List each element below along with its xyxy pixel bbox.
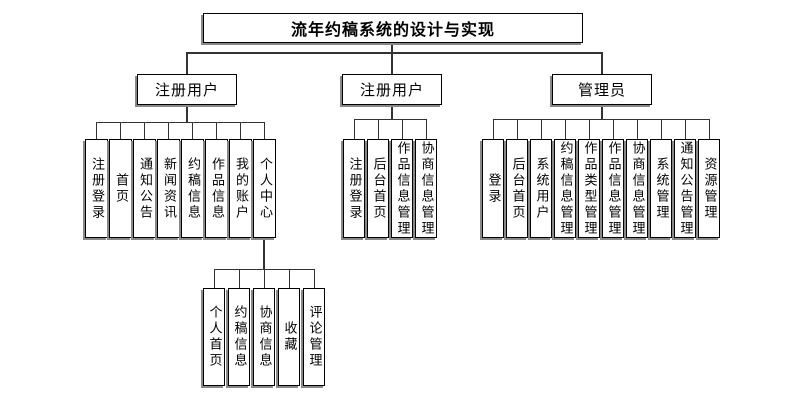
node-personal-center: 个人中心: [253, 139, 276, 238]
node-label: 我的账户: [233, 156, 248, 221]
connector-line: [685, 119, 686, 139]
node-label: 约稿信息: [231, 305, 247, 369]
node-negotiation-info-mgmt-admin: 协商信息管理: [626, 139, 648, 238]
node-label: 约稿信息管理: [557, 140, 573, 237]
connector-line: [240, 122, 241, 139]
node-work-type-mgmt: 作品类型管理: [578, 139, 600, 238]
connector-line: [314, 269, 315, 288]
connector-line: [168, 122, 169, 139]
node-label: 通知公告: [137, 156, 152, 221]
node-label: 作品信息管理: [605, 140, 621, 237]
node-label: 协商信息: [256, 305, 272, 369]
connector-line: [709, 119, 710, 139]
connector-line: [391, 43, 393, 74]
node-commission-info-mgmt: 约稿信息管理: [554, 139, 576, 238]
node-notice-bulletin: 通知公告: [133, 139, 156, 238]
node-label: 协商信息管理: [418, 140, 434, 237]
node-register-login: 注册登录: [85, 139, 108, 238]
connector-line: [354, 119, 355, 139]
connector-line: [239, 269, 240, 288]
node-personal-home: 个人首页: [203, 288, 225, 386]
node-label: 个人首页: [206, 305, 222, 369]
connector-line: [426, 119, 427, 139]
node-work-info-mgmt-admin: 作品信息管理: [602, 139, 624, 238]
connector-line: [144, 122, 145, 139]
node-label: 通知公告管理: [677, 140, 693, 237]
node-negotiation-info-sub: 协商信息: [253, 288, 275, 386]
node-label: 注册登录: [89, 156, 104, 221]
node-favorites: 收藏: [278, 288, 300, 386]
node-system-mgmt: 系统管理: [650, 139, 672, 238]
branch-node-admin: 管理员: [552, 74, 652, 105]
node-label: 个人中心: [257, 156, 272, 221]
node-news-info: 新闻资讯: [157, 139, 180, 238]
node-label: 系统管理: [653, 156, 669, 221]
node-backend-home-admin: 后台首页: [506, 139, 528, 238]
connector-line: [661, 119, 662, 139]
node-label: 作品信息管理: [394, 140, 410, 237]
connector-line: [120, 122, 121, 139]
connector-line: [493, 119, 710, 120]
node-label: 作品信息: [209, 156, 224, 221]
node-comment-mgmt: 评论管理: [303, 288, 325, 386]
connector-line: [186, 52, 603, 54]
node-label: 约稿信息: [185, 156, 200, 221]
connector-line: [96, 122, 265, 123]
branch-node-registered-user-2: 注册用户: [342, 74, 442, 105]
node-negotiation-info-mgmt: 协商信息管理: [415, 139, 437, 238]
connector-line: [186, 52, 188, 74]
connector-line: [391, 105, 393, 120]
node-work-info-mgmt: 作品信息管理: [391, 139, 413, 238]
connector-line: [96, 122, 97, 139]
connector-line: [186, 105, 188, 123]
node-backend-home: 后台首页: [367, 139, 389, 238]
node-label: 收藏: [281, 321, 297, 353]
node-label: 登录: [485, 172, 501, 205]
node-label: 注册登录: [346, 156, 362, 221]
connector-line: [264, 122, 265, 139]
connector-line: [192, 122, 193, 139]
connector-line: [565, 119, 566, 139]
node-login: 登录: [482, 139, 504, 238]
connector-line: [601, 104, 603, 120]
node-register-login-2: 注册登录: [343, 139, 365, 238]
connector-line: [589, 119, 590, 139]
root-node-title: 流年约稿系统的设计与实现: [203, 13, 583, 43]
connector-line: [601, 52, 603, 74]
connector-line: [517, 119, 518, 139]
connector-line: [264, 269, 265, 288]
node-label: 协商信息管理: [629, 140, 645, 237]
connector-line: [541, 119, 542, 139]
node-work-info: 作品信息: [205, 139, 228, 238]
node-label: 资源管理: [701, 156, 717, 221]
node-label: 作品类型管理: [581, 140, 597, 237]
node-label: 评论管理: [306, 305, 322, 369]
branch-node-registered-user-1: 注册用户: [137, 74, 237, 105]
connector-line: [263, 238, 265, 270]
node-my-account: 我的账户: [229, 139, 252, 238]
node-label: 新闻资讯: [161, 156, 176, 221]
connector-line: [402, 119, 403, 139]
node-label: 首页: [113, 172, 128, 205]
node-resource-mgmt: 资源管理: [698, 139, 720, 238]
node-system-users: 系统用户: [530, 139, 552, 238]
connector-line: [214, 269, 215, 288]
node-label: 后台首页: [370, 156, 386, 221]
connector-line: [216, 122, 217, 139]
connector-line: [613, 119, 614, 139]
connector-line: [378, 119, 379, 139]
connector-line: [289, 269, 290, 288]
node-notice-mgmt: 通知公告管理: [674, 139, 696, 238]
node-commission-info-sub: 约稿信息: [228, 288, 250, 386]
node-commission-info: 约稿信息: [181, 139, 204, 238]
connector-line: [354, 119, 427, 120]
node-homepage: 首页: [109, 139, 132, 238]
node-label: 后台首页: [509, 156, 525, 221]
node-label: 系统用户: [533, 156, 549, 221]
connector-line: [637, 119, 638, 139]
connector-line: [493, 119, 494, 139]
